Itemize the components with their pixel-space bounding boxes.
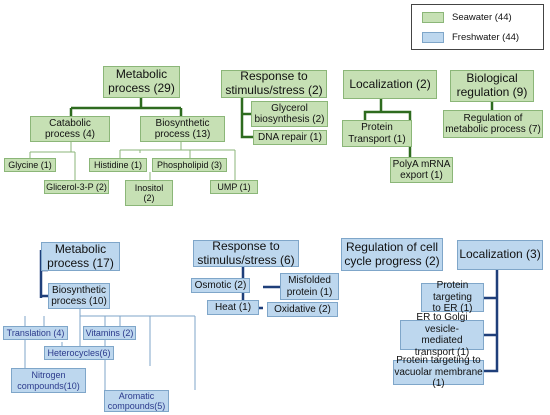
fw-translation: Translation (4): [3, 326, 68, 340]
fw-aromatic-compounds: Aromatic compounds(5): [104, 390, 169, 412]
freshwater-swatch: [422, 32, 444, 43]
fw-metabolic-process: Metabolic process (17): [41, 242, 120, 271]
fw-localization: Localization (3): [457, 240, 543, 270]
sw-glycine: Glycine (1): [4, 158, 56, 172]
sw-protein-transport: Protein Transport (1): [342, 120, 412, 147]
sw-inositol: Inositol (2): [125, 180, 173, 206]
fw-osmotic: Osmotic (2): [191, 278, 250, 293]
legend-freshwater-label: Freshwater (44): [452, 32, 520, 43]
sw-response-to-stimulus: Response to stimulus/stress (2): [221, 69, 327, 98]
sw-localization: Localization (2): [343, 70, 437, 99]
fw-protein-targeting-to-er: Protein targeting to ER (1): [421, 280, 484, 314]
fw-protein-targeting-to-vacuolar-membrane: Protein targeting to vacuolar membrane (…: [393, 355, 484, 390]
sw-polya-mrna-export: PolyA mRNA export (1): [390, 157, 453, 183]
sw-metabolic-process: Metabolic process (29): [103, 66, 180, 98]
fw-nitrogen-compounds: Nitrogen compounds(10): [11, 368, 86, 393]
sw-regulation-of-metabolic-process: Regulation of metabolic process (7): [443, 110, 543, 138]
fw-misfolded-protein: Misfolded protein (1): [280, 273, 339, 300]
sw-ump: UMP (1): [210, 180, 258, 194]
sw-dna-repair: DNA repair (1): [253, 130, 327, 145]
legend-seawater: Seawater (44): [422, 12, 512, 23]
fw-vitamins: Vitamins (2): [83, 326, 136, 340]
fw-heat: Heat (1): [207, 300, 259, 315]
sw-biological-regulation: Biological regulation (9): [450, 70, 534, 102]
fw-er-to-golgi-transport: ER to Golgi vesicle- mediated transport …: [400, 312, 484, 358]
legend-seawater-label: Seawater (44): [452, 12, 512, 23]
fw-biosynthetic-process: Biosynthetic process (10): [48, 283, 110, 309]
seawater-swatch: [422, 12, 444, 23]
sw-biosynthetic-process: Biosynthetic process (13): [140, 116, 225, 142]
sw-catabolic-process: Catabolic process (4): [30, 116, 110, 142]
legend: Seawater (44) Freshwater (44): [411, 4, 544, 50]
sw-histidine: Histidine (1): [89, 158, 147, 172]
sw-phospholipid: Phospholipid (3): [152, 158, 227, 172]
fw-heterocycles: Heterocycles(6): [44, 346, 114, 360]
fw-oxidative: Oxidative (2): [267, 302, 338, 317]
fw-response-to-stimulus: Response to stimulus/stress (6): [193, 239, 299, 267]
sw-glicerol-3-p: Glicerol-3-P (2): [44, 180, 109, 194]
sw-glycerol-biosynthesis: Glycerol biosynthesis (2): [251, 101, 328, 127]
fw-regulation-of-cell-cycle: Regulation of cell cycle progress (2): [341, 238, 443, 271]
legend-freshwater: Freshwater (44): [422, 32, 519, 43]
